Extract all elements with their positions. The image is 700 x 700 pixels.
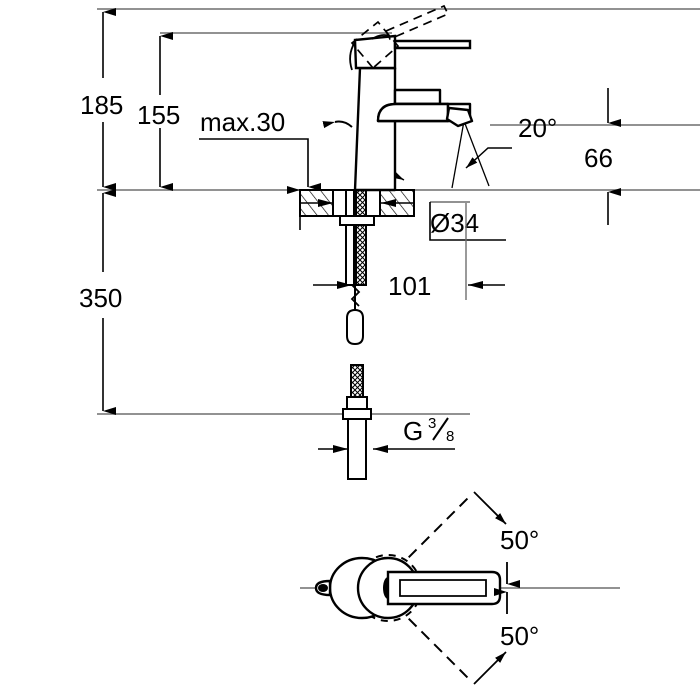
- lever-arm-dashed: [384, 4, 450, 41]
- dim-max30-label: max.30: [200, 107, 285, 137]
- dimension-50deg-lower: 50°: [473, 588, 539, 685]
- dimension-hole-diameter: Ø34: [429, 202, 506, 241]
- swivel-ray-upper: [395, 495, 471, 571]
- dimension-185: 185: [80, 7, 123, 191]
- dim-20deg-ref-a: [451, 120, 465, 189]
- mounting-washer: [339, 215, 375, 226]
- faucet-cartridge-collar: [393, 88, 442, 106]
- lever-rotation-arc-left: [349, 41, 356, 71]
- dim-50deg-lower-arrow: [473, 651, 507, 685]
- dim-thread-fraction-bar: [432, 417, 449, 441]
- pull-rod-spring: [350, 284, 361, 307]
- dim-350-label: 350: [79, 283, 122, 313]
- swivel-ray-lower: [395, 605, 471, 681]
- dim-20deg-ref-b: [463, 120, 490, 187]
- faucet-body: [353, 66, 474, 192]
- dimension-350: 350: [79, 189, 122, 415]
- supply-hose-assembly: [342, 364, 372, 480]
- dim-thread-letter: G: [403, 416, 423, 446]
- faucet-aerator: [445, 106, 474, 128]
- lever-hub: [353, 34, 397, 70]
- shank-tube: [345, 189, 355, 217]
- dim-185-label: 185: [80, 90, 123, 120]
- dimension-66: 66: [584, 88, 621, 225]
- dimension-thread: G 3 8: [318, 415, 455, 453]
- lever-arm: [393, 39, 472, 50]
- dimension-155: 155: [137, 32, 180, 191]
- dim-d34-leader: [429, 202, 506, 241]
- plan-lever-arm: [386, 570, 502, 606]
- dimension-50deg-upper: 50°: [473, 491, 539, 588]
- dim-155-label: 155: [137, 100, 180, 130]
- hose-nut: [342, 408, 372, 420]
- dim-50deg-lower-label: 50°: [500, 621, 539, 651]
- shank-thread-upper: [355, 189, 367, 217]
- dim-50deg-upper-arrow: [473, 491, 507, 525]
- lever-rotation-arrow-side: [322, 120, 353, 129]
- dim-20deg-label: 20°: [518, 113, 557, 143]
- hose-braid: [350, 364, 364, 398]
- dimension-max30: max.30: [199, 107, 321, 191]
- lever-rotation-arc-top: [371, 34, 390, 40]
- elevation-view: 185 155 max.30 350 66 20°: [79, 4, 700, 480]
- dimension-101: 101: [313, 203, 505, 301]
- plan-view: 50° 50°: [300, 491, 620, 685]
- dim-max30-leader: [199, 138, 321, 191]
- pull-rod-knob: [346, 308, 364, 346]
- dim-50deg-upper-label: 50°: [500, 525, 539, 555]
- faucet-shank-assembly: [339, 189, 375, 346]
- plan-rear-lug-hole: [318, 584, 328, 592]
- dim-101-label: 101: [388, 271, 431, 301]
- shank-thread-lower: [355, 224, 367, 286]
- hose-tail-pipe: [347, 418, 367, 480]
- dim-thread-denominator: 8: [446, 428, 454, 445]
- dim-thread-numerator: 3: [428, 415, 436, 432]
- dim-20deg-leader-right: [465, 147, 512, 169]
- hose-ferrule: [346, 396, 368, 410]
- lever-handle: [353, 34, 472, 70]
- faucet-spout-body: [376, 102, 450, 123]
- plan-lever-inner: [399, 579, 487, 597]
- lever-rotation-indicators: [322, 34, 390, 129]
- faucet-column: [353, 66, 397, 192]
- dim-66-label: 66: [584, 143, 613, 173]
- plan-lever: [386, 570, 502, 606]
- pull-rod-upper: [345, 224, 355, 286]
- dim-d34-label: Ø34: [430, 208, 479, 238]
- lever-hub-dashed: [350, 20, 400, 70]
